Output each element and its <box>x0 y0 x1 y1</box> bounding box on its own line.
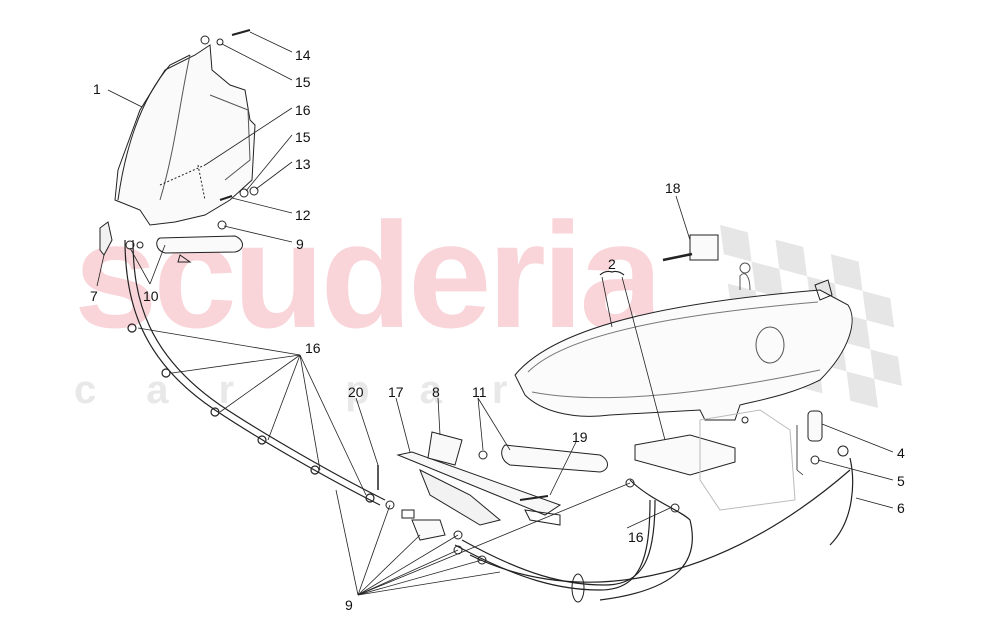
part-label-16: 16 <box>295 102 311 118</box>
part-label-7: 7 <box>90 288 98 304</box>
leader-lines-left <box>96 31 293 287</box>
washer-hose-left <box>124 239 386 506</box>
part-label-18: 18 <box>665 180 681 196</box>
part-label-5: 5 <box>897 473 905 489</box>
part-label-13: 13 <box>295 156 311 172</box>
part-label-9: 9 <box>345 597 353 613</box>
washer-pump <box>796 410 854 546</box>
xenon-bulb <box>662 234 719 262</box>
part-label-8: 8 <box>432 384 440 400</box>
part-label-19: 19 <box>572 429 588 445</box>
leader-lines-right <box>599 195 894 509</box>
ballast-control-unit <box>634 409 796 511</box>
part-label-14: 14 <box>295 47 311 63</box>
part-label-16: 16 <box>628 529 644 545</box>
part-label-11: 11 <box>472 384 487 400</box>
leader-lines-16 <box>137 327 367 496</box>
part-label-17: 17 <box>388 384 404 400</box>
center-washer-parts <box>377 431 608 526</box>
fastener-parts-left <box>99 186 259 263</box>
part-label-4: 4 <box>897 445 905 461</box>
part-label-15: 15 <box>295 74 311 90</box>
part-label-2: 2 <box>608 256 616 272</box>
watermark-brand: scuderia <box>74 191 663 359</box>
hose-connectors <box>385 469 851 603</box>
part-label-9: 9 <box>296 236 304 252</box>
part-label-12: 12 <box>295 207 311 223</box>
right-headlight-assembly <box>514 262 853 424</box>
part-label-10: 10 <box>143 288 159 304</box>
part-label-20: 20 <box>348 384 364 400</box>
part-label-6: 6 <box>897 500 905 516</box>
part-label-16: 16 <box>305 340 321 356</box>
part-label-1: 1 <box>93 81 101 97</box>
part-label-15: 15 <box>295 129 311 145</box>
left-headlight-assembly <box>114 29 256 226</box>
leader-lines-9 <box>335 482 631 596</box>
leader-lines-center <box>355 397 671 529</box>
